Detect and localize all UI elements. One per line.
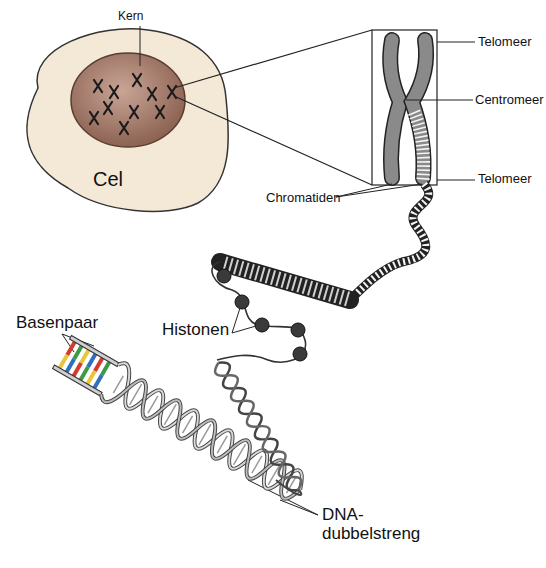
node-label: Kern: [118, 10, 143, 23]
nucleus-outline: [70, 52, 186, 148]
dna-helix: [51, 333, 311, 508]
structure-label: Telomeer: [478, 35, 531, 49]
chromatin-fibre: [212, 184, 429, 362]
structure-label: Centromeer: [475, 93, 544, 107]
cell-shape: KernCel: [8, 18, 233, 218]
structure-label: Telomeer: [478, 172, 531, 186]
helix-bend: [276, 480, 301, 495]
dna-helix: [212, 359, 305, 495]
cell-body: [27, 29, 229, 212]
leader-lines: [62, 308, 318, 515]
nucleosome-beads: [217, 269, 307, 361]
structure-label: Histonen: [162, 321, 229, 340]
node-label: Cel: [93, 168, 123, 190]
nucleus-body: [71, 53, 185, 147]
leader-lines: [336, 42, 475, 197]
chromosome: [390, 40, 426, 180]
structure-label: Chromatiden: [266, 191, 340, 205]
zoom-box: [372, 30, 437, 185]
nucleus-shape: Kern: [70, 52, 186, 148]
structure-label: DNA- dubbelstreng: [322, 506, 442, 543]
structure-label: Basenpaar: [16, 314, 98, 333]
